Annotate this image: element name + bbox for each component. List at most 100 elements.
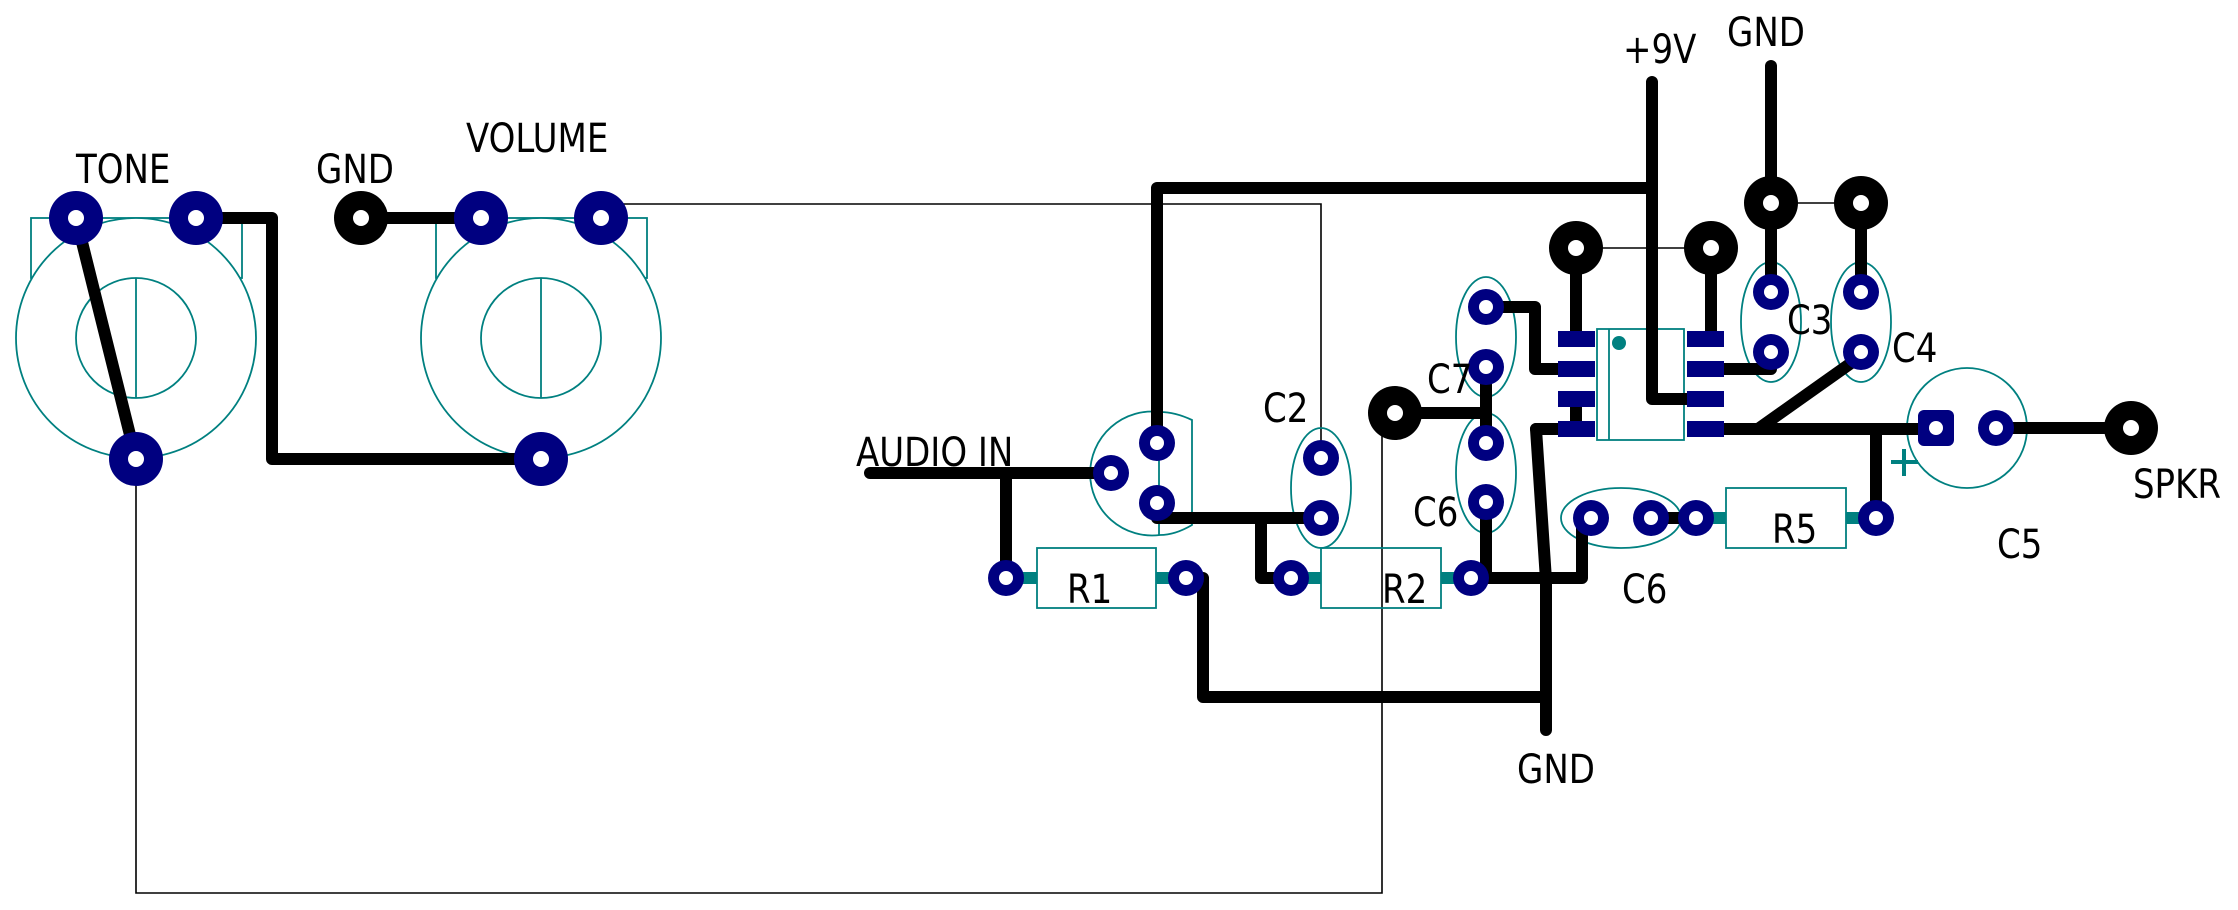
silkscreen-layer: [15, 217, 2028, 609]
label-c6-bottom: C6: [1622, 566, 1667, 612]
r2-pad-1-drill-hole: [1284, 571, 1298, 585]
c3-pad-2-drill-hole: [1764, 345, 1778, 359]
label-c5: C5: [1997, 521, 2042, 567]
aux-pad-drill-hole: [1387, 405, 1403, 421]
gnd-left-pad[interactable]: [334, 191, 388, 245]
r2-pad-1[interactable]: [1273, 560, 1309, 596]
tone-pot-outline: [15, 217, 257, 459]
trace-9v-bus: [1151, 182, 1658, 449]
label-c3: C3: [1787, 297, 1832, 343]
aux-pad[interactable]: [1368, 386, 1422, 440]
ratsnest-layer: [135, 202, 1861, 894]
ic-pin-8[interactable]: [1687, 331, 1724, 347]
volume-pad-1-drill-hole: [473, 210, 489, 226]
ic-aux-pad-left-drill-hole: [1568, 240, 1584, 256]
ratsnest-volume-to-c2: [601, 203, 1322, 458]
ic-pin-6[interactable]: [1687, 391, 1724, 407]
c4-pad-1-drill-hole: [1854, 285, 1868, 299]
r2-pad-2[interactable]: [1453, 560, 1489, 596]
r1-pad-2-drill-hole: [1179, 571, 1193, 585]
r5-pad-1-drill-hole: [1689, 511, 1703, 525]
c7-pad-1-drill-hole: [1479, 300, 1493, 314]
r1-pad-2[interactable]: [1168, 560, 1204, 596]
c7-pad-2[interactable]: [1468, 349, 1504, 385]
label-c2: C2: [1263, 385, 1308, 431]
q1-pad-e-drill-hole: [1150, 496, 1164, 510]
c4-pad-2-drill-hole: [1854, 345, 1868, 359]
spkr-pad[interactable]: [2104, 401, 2158, 455]
ic-pin-5[interactable]: [1687, 421, 1724, 437]
label-volume: VOLUME: [466, 115, 608, 161]
tone-pad-3[interactable]: [169, 191, 223, 245]
tone-pad-wiper[interactable]: [109, 432, 163, 486]
ic-pin-2[interactable]: [1558, 361, 1595, 377]
ic-pin-7[interactable]: [1687, 361, 1724, 377]
c5-pad-plus[interactable]: [1918, 410, 1954, 446]
q1-pad-c[interactable]: [1139, 425, 1175, 461]
r2-pad-2-drill-hole: [1464, 571, 1478, 585]
c6-bottom-pad-1[interactable]: [1573, 500, 1609, 536]
c3-pad-2[interactable]: [1753, 334, 1789, 370]
volume-pad-1[interactable]: [454, 191, 508, 245]
c6-left-pad-1-drill-hole: [1479, 436, 1493, 450]
volume-pot-outline: [420, 217, 662, 459]
volume-pad-3[interactable]: [574, 191, 628, 245]
label-gnd-bottom: GND: [1517, 746, 1595, 792]
r5-pad-2[interactable]: [1858, 500, 1894, 536]
gnd-top-pad-1-drill-hole: [1763, 195, 1779, 211]
c5-pad-minus[interactable]: [1978, 410, 2014, 446]
ratsnest-tone-to-pad: [135, 420, 1383, 894]
c6-left-pad-1[interactable]: [1468, 425, 1504, 461]
c4-pad-2[interactable]: [1843, 334, 1879, 370]
label-gnd-left: GND: [316, 146, 394, 192]
tone-pad-wiper-drill-hole: [128, 451, 144, 467]
label-r2: R2: [1382, 566, 1427, 612]
volume-pad-wiper-drill-hole: [533, 451, 549, 467]
spkr-pad-drill-hole: [2123, 420, 2139, 436]
trace-c4-diag: [1752, 350, 1867, 435]
c2-pad-2[interactable]: [1303, 500, 1339, 536]
c5-plus-icon: [1891, 449, 1918, 476]
volume-pad-wiper[interactable]: [514, 432, 568, 486]
label-tone: TONE: [75, 146, 170, 192]
tone-pad-3-drill-hole: [188, 210, 204, 226]
ic-pin-1[interactable]: [1558, 331, 1595, 347]
r1-pad-1[interactable]: [988, 560, 1024, 596]
label-spkr: SPKR: [2133, 461, 2221, 507]
c6-left-pad-2-drill-hole: [1479, 495, 1493, 509]
r5-pad-1[interactable]: [1678, 500, 1714, 536]
ic-aux-pad-right[interactable]: [1684, 221, 1738, 275]
gnd-top-pad-2-drill-hole: [1853, 195, 1869, 211]
q1-pad-b-drill-hole: [1104, 466, 1118, 480]
c5-pad-minus-drill-hole: [1989, 421, 2003, 435]
label-audio-in: AUDIO IN: [856, 429, 1013, 475]
label-c7: C7: [1427, 356, 1472, 402]
r5-pad-2-drill-hole: [1869, 511, 1883, 525]
ic-pin-3[interactable]: [1558, 391, 1595, 407]
c6-left-pad-2[interactable]: [1468, 484, 1504, 520]
c4-pad-1[interactable]: [1843, 274, 1879, 310]
gnd-top-pad-1[interactable]: [1744, 176, 1798, 230]
ic-aux-pad-right-drill-hole: [1703, 240, 1719, 256]
label-gnd-top: GND: [1727, 9, 1805, 55]
q1-pad-e[interactable]: [1139, 485, 1175, 521]
ic-pin-4[interactable]: [1558, 421, 1595, 437]
labels-layer: TONE GND VOLUME AUDIO IN C2 C7 C6 R1 R2 …: [75, 9, 2221, 792]
pads-layer: [49, 176, 2158, 596]
ic-outline: [1596, 328, 1685, 441]
c3-pad-1[interactable]: [1753, 274, 1789, 310]
c6-bottom-pad-2[interactable]: [1633, 500, 1669, 536]
gnd-top-pad-2[interactable]: [1834, 176, 1888, 230]
q1-pad-b[interactable]: [1093, 455, 1129, 491]
c7-pad-1[interactable]: [1468, 289, 1504, 325]
c2-pad-1-drill-hole: [1314, 451, 1328, 465]
gnd-left-pad-drill-hole: [353, 210, 369, 226]
tone-pad-1[interactable]: [49, 191, 103, 245]
label-r1: R1: [1067, 566, 1112, 612]
ic-aux-pad-left[interactable]: [1549, 221, 1603, 275]
label-plus-9v: +9V: [1623, 26, 1697, 72]
label-r5: R5: [1772, 506, 1817, 552]
c6-bottom-pad-2-drill-hole: [1644, 511, 1658, 525]
c2-pad-1[interactable]: [1303, 440, 1339, 476]
